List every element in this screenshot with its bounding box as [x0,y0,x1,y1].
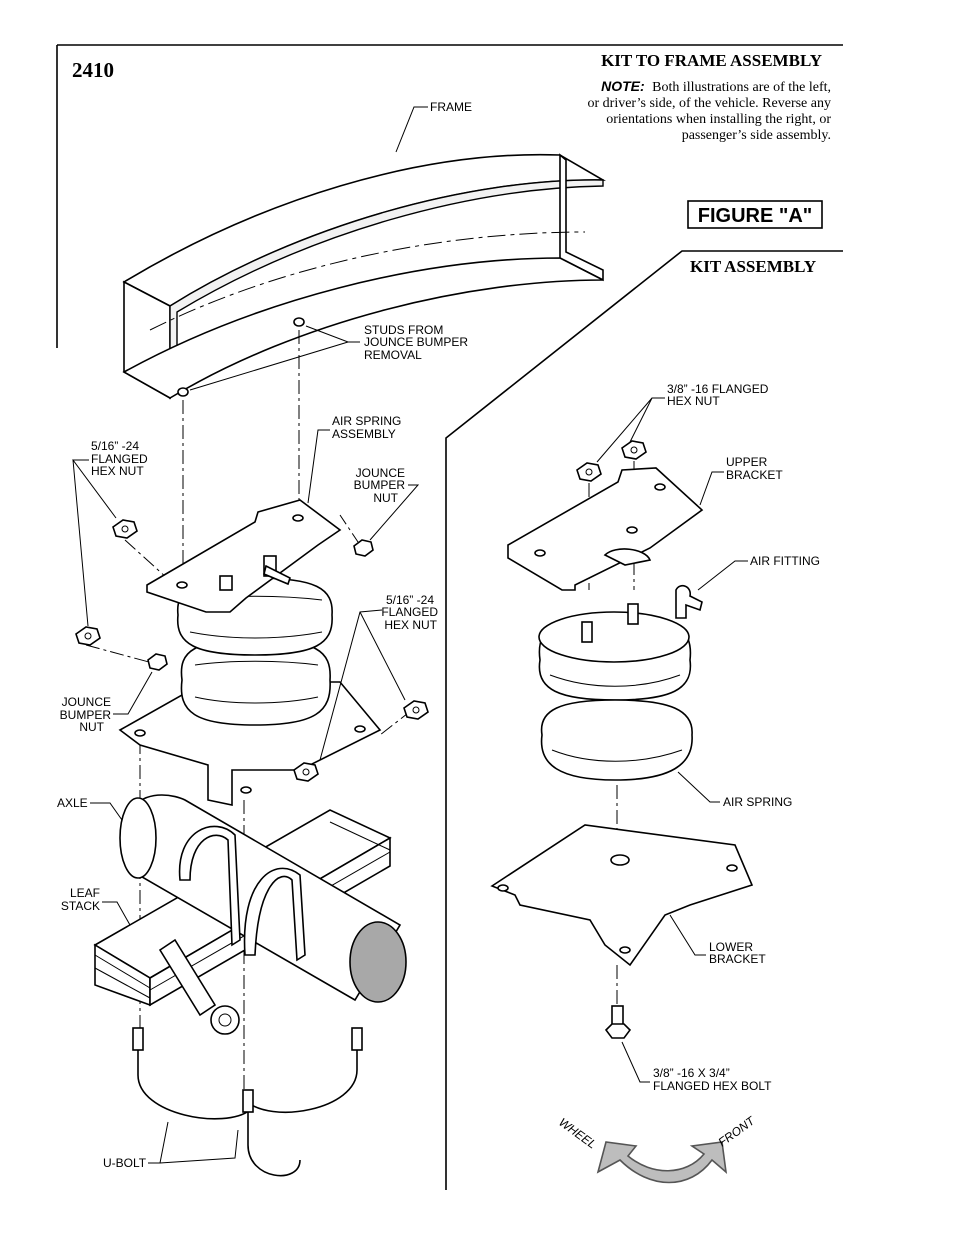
label-bolt-1: 3/8” -16 X 3/4” [653,1066,730,1080]
label-jounce-bottom-3: NUT [79,720,104,734]
kit-bolt [604,1005,632,1039]
label-bolt-2: FLANGED HEX BOLT [653,1079,772,1093]
frame-rail [122,153,607,400]
note-line-2: or driver’s side, of the vehicle. Revers… [588,96,832,111]
label-studs-1: STUDS FROM [364,323,443,337]
label-hex-nut-left-1: 5/16” -24 [91,439,139,453]
label-ubolt: U-BOLT [103,1156,147,1170]
nut-left-upper [112,519,138,539]
label-jounce-top-3: NUT [373,491,398,505]
kit-nut-1 [576,462,602,482]
label-studs-3: REMOVAL [364,348,422,362]
header-title: KIT TO FRAME ASSEMBLY [601,51,822,70]
label-kit-hex-nut-1: 3/8” -16 FLANGED [667,382,769,396]
label-axle: AXLE [57,796,88,810]
nut-left-lower [75,626,101,646]
jounce-nut-bottom [147,653,168,671]
label-front: FRONT [716,1113,759,1150]
axle-end [349,921,407,1003]
left-labels: FRAME STUDS FROM JOUNCE BUMPER REMOVAL A… [57,100,472,1170]
label-hex-nut-right-1: 5/16” -24 [386,593,434,607]
label-jounce-top-1: JOUNCE [356,466,405,480]
kit-assembly-parts [490,440,754,1039]
right-labels: 3/8” -16 FLANGED HEX NUT UPPER BRACKET A… [596,382,820,1093]
label-air-spring-assembly-2: ASSEMBLY [332,427,396,441]
label-lower-bracket-2: BRACKET [709,952,766,966]
note-line-4: passenger’s side assembly. [682,128,831,143]
page-border-lines [56,44,843,1190]
note-line-3: orientations when installing the right, … [606,112,831,127]
label-air-spring: AIR SPRING [723,795,792,809]
label-hex-nut-left-3: HEX NUT [91,464,144,478]
kit-air-fitting [675,584,703,619]
label-jounce-top-2: BUMPER [354,478,406,492]
hex-nuts-left [75,519,429,782]
nut-right-lower [293,762,319,782]
header-note: NOTE: Both illustrations are of the left… [588,78,832,143]
label-kit-hex-nut-2: HEX NUT [667,394,720,408]
orientation-indicator: WHEEL FRONT [556,1113,759,1184]
axle-leaf-stack [93,794,407,1035]
nut-right-upper [403,700,429,720]
orientation-arrow-icon [596,1141,728,1184]
label-upper-bracket-2: BRACKET [726,468,783,482]
label-leaf-1: LEAF [70,886,100,900]
figure-label: FIGURE "A" [698,205,813,227]
label-jounce-bottom-2: BUMPER [60,708,112,722]
label-leaf-2: STACK [61,899,100,913]
kit-nut-2 [621,440,647,460]
note-label: NOTE: [601,78,645,94]
jounce-nut-top [353,539,374,557]
label-hex-nut-left-2: FLANGED [91,452,148,466]
kit-assembly-title: KIT ASSEMBLY [690,257,816,276]
label-hex-nut-right-3: HEX NUT [384,618,437,632]
svg-text:NOTE: Both illustrations: NOTE: Both illustrations are of the left… [601,78,831,95]
label-studs-2: JOUNCE BUMPER [364,335,468,349]
air-spring-assembly [118,499,382,806]
label-air-fitting: AIR FITTING [750,554,820,568]
u-bolts [132,1027,363,1177]
page-number: 2410 [72,58,114,82]
label-air-spring-assembly-1: AIR SPRING [332,414,401,428]
label-lower-bracket-1: LOWER [709,940,753,954]
label-upper-bracket-1: UPPER [726,455,768,469]
label-hex-nut-right-2: FLANGED [381,605,438,619]
label-frame: FRAME [430,100,472,114]
label-jounce-bottom-1: JOUNCE [62,695,111,709]
label-wheel: WHEEL [556,1115,599,1151]
figure-label-box: FIGURE "A" [687,200,823,229]
note-line-1: Both illustrations are of the left, [652,80,831,95]
